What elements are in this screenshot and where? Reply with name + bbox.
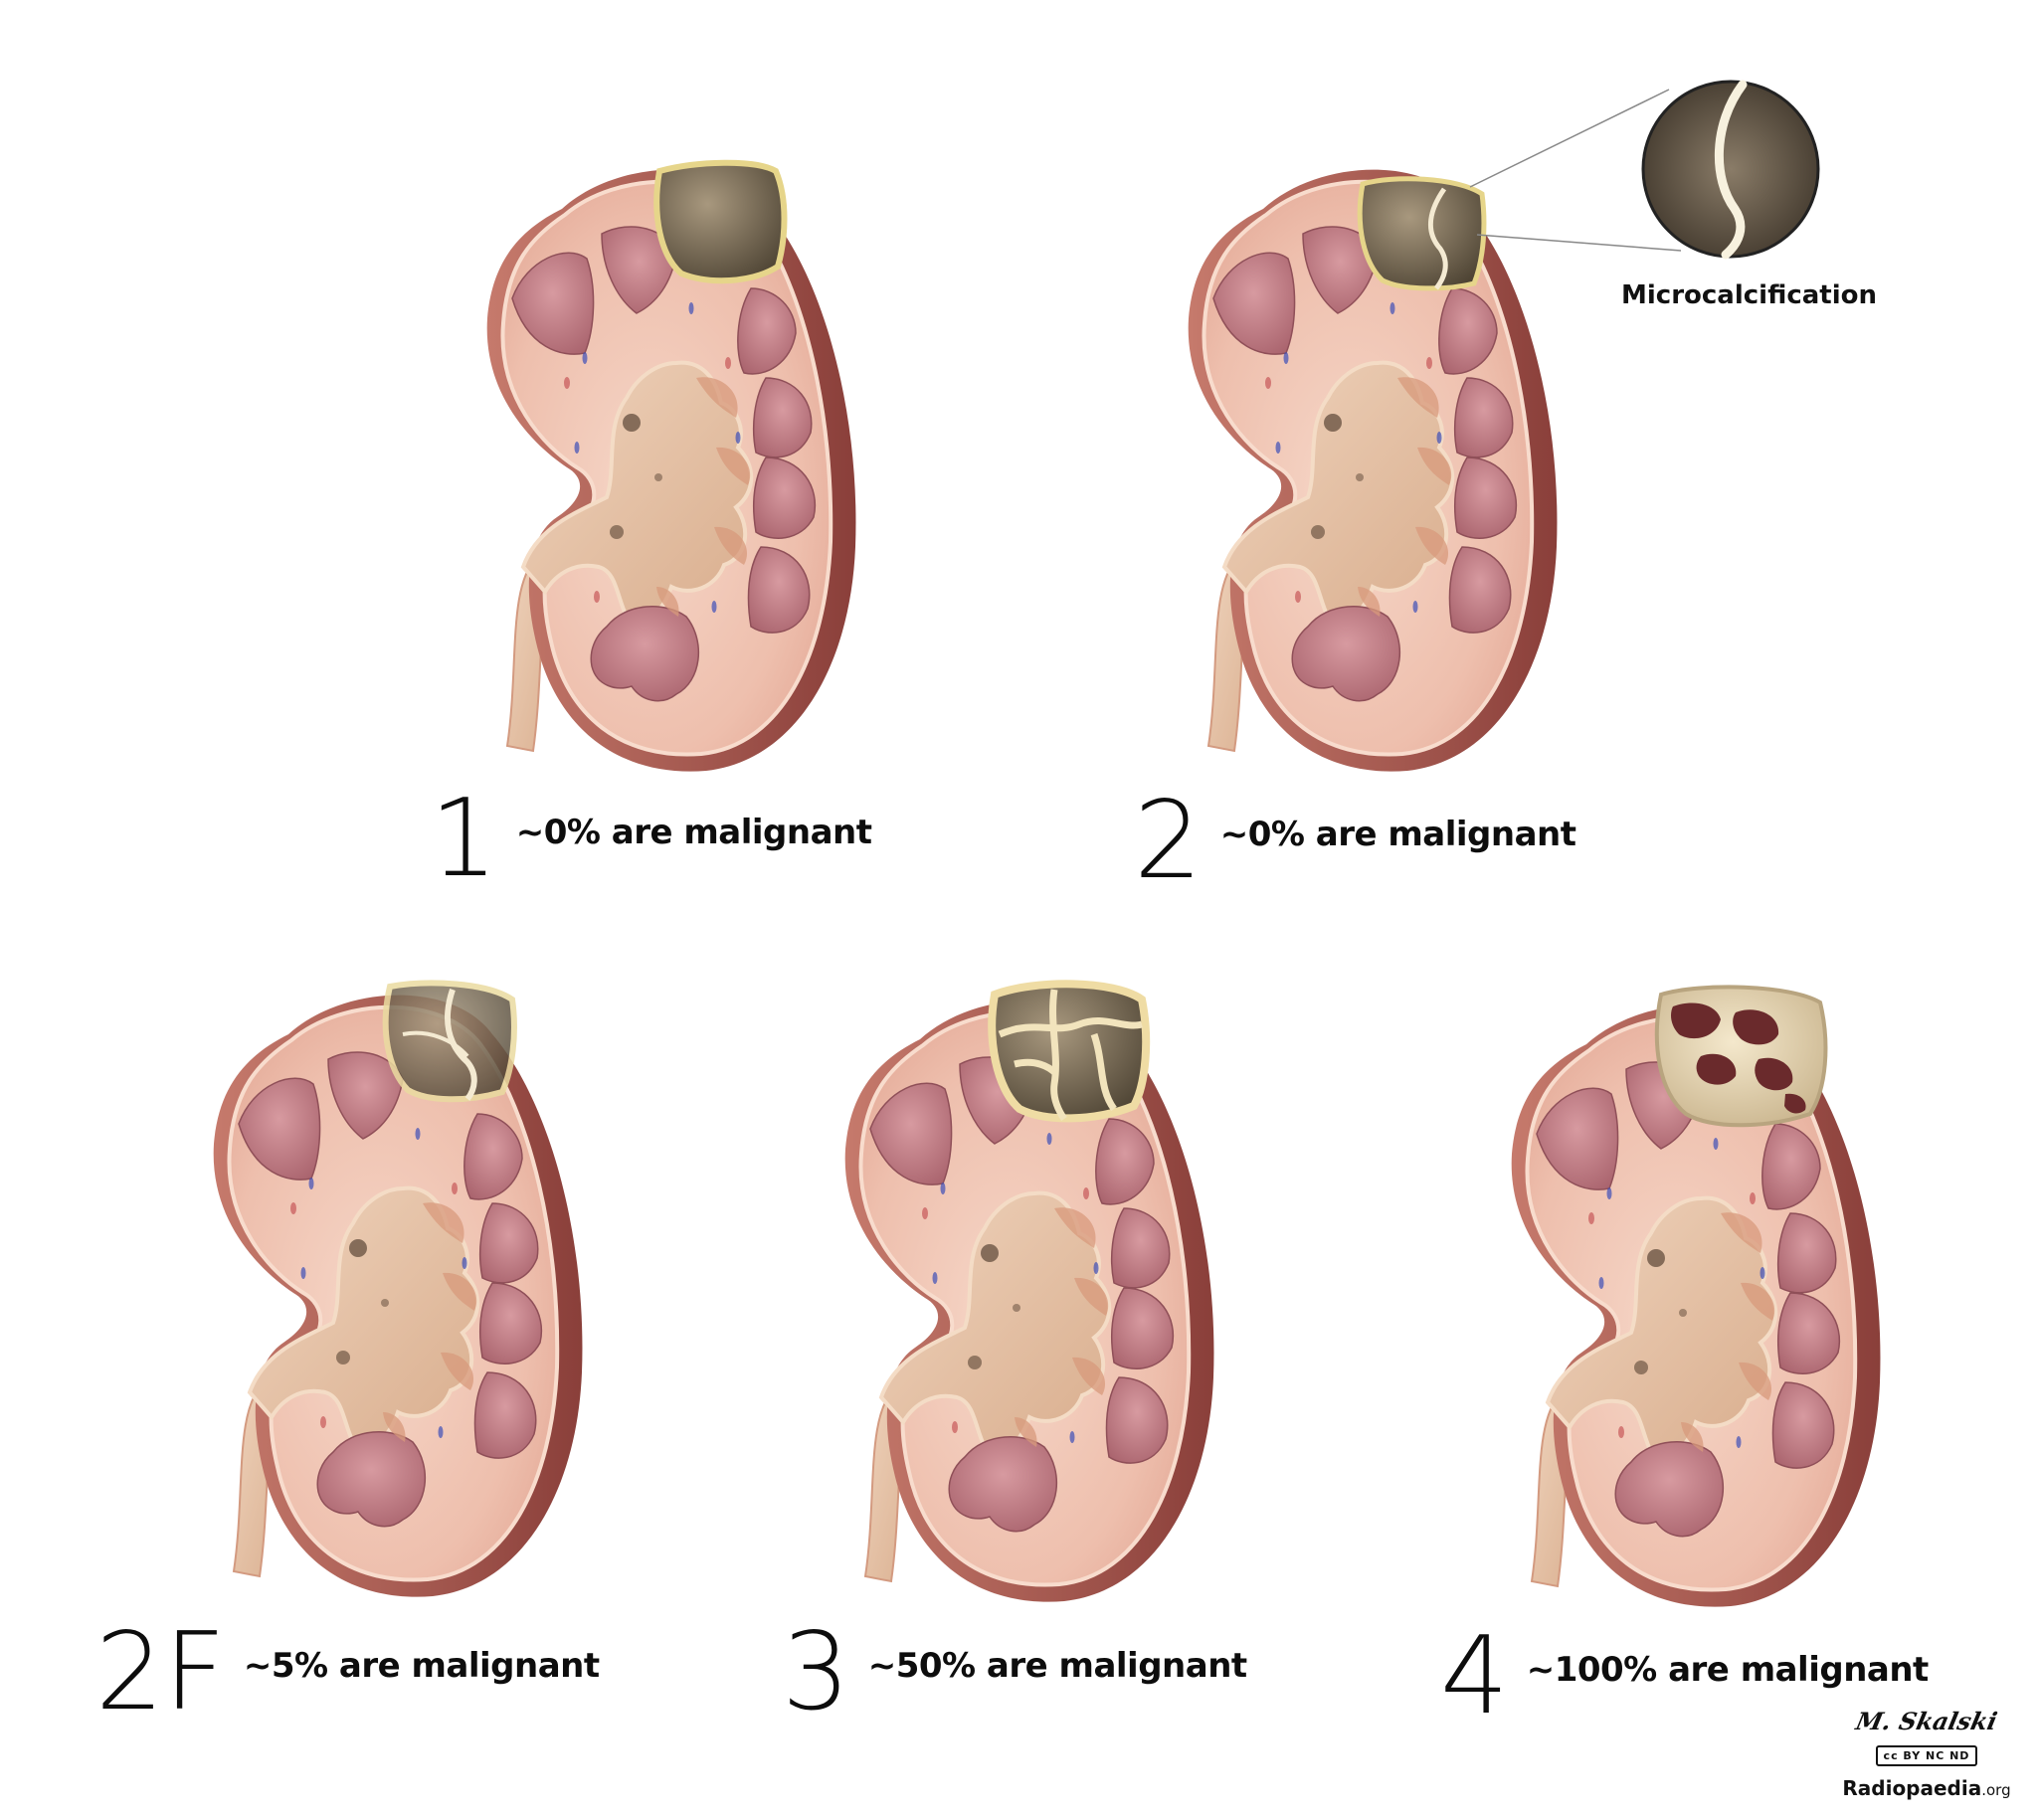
kidney-4 [1509, 985, 1883, 1609]
microcalcification-label: Microcalcification [1621, 280, 1878, 310]
category-3-label: 3 ~50% are malignant [782, 1619, 1247, 1727]
license-badge: cc BY NC ND [1875, 1745, 1978, 1766]
microcalcification-callout [1469, 80, 1820, 260]
author-signature: M. Skalski [1853, 1707, 2000, 1735]
cyst-2 [1357, 176, 1487, 291]
site-tld: .org [1981, 1781, 2011, 1799]
cyst-4 [1654, 985, 1828, 1128]
credit-block: M. Skalski cc BY NC ND Radiopaedia.org [1842, 1707, 2011, 1800]
malignancy-rate: ~0% are malignant [1219, 815, 1576, 854]
category-1-label: 1 ~0% are malignant [430, 786, 872, 893]
category-4-label: 4 ~100% are malignant [1440, 1623, 1929, 1730]
cyst-1 [653, 159, 788, 284]
malignancy-rate: ~50% are malignant [867, 1646, 1247, 1686]
malignancy-rate: ~0% are malignant [515, 813, 872, 852]
category-2f-label: 2F ~5% are malignant [95, 1619, 600, 1727]
site-logo: Radiopaedia.org [1842, 1776, 2011, 1800]
category-number: 2 [1134, 779, 1203, 903]
malignancy-rate: ~100% are malignant [1526, 1650, 1930, 1690]
kidney-2f [211, 980, 585, 1599]
kidney-1 [484, 159, 858, 774]
site-name: Radiopaedia [1842, 1776, 1982, 1800]
category-2-label: 2 ~0% are malignant [1134, 788, 1576, 895]
category-number: 1 [430, 777, 498, 901]
category-number: 4 [1440, 1614, 1509, 1738]
cyst-3 [988, 980, 1151, 1123]
cyst-2f [382, 980, 517, 1103]
kidney-3 [842, 980, 1216, 1604]
category-number: 2F [95, 1610, 226, 1734]
malignancy-rate: ~5% are malignant [243, 1646, 600, 1686]
kidney-2 [1186, 80, 1820, 774]
category-number: 3 [782, 1610, 850, 1734]
